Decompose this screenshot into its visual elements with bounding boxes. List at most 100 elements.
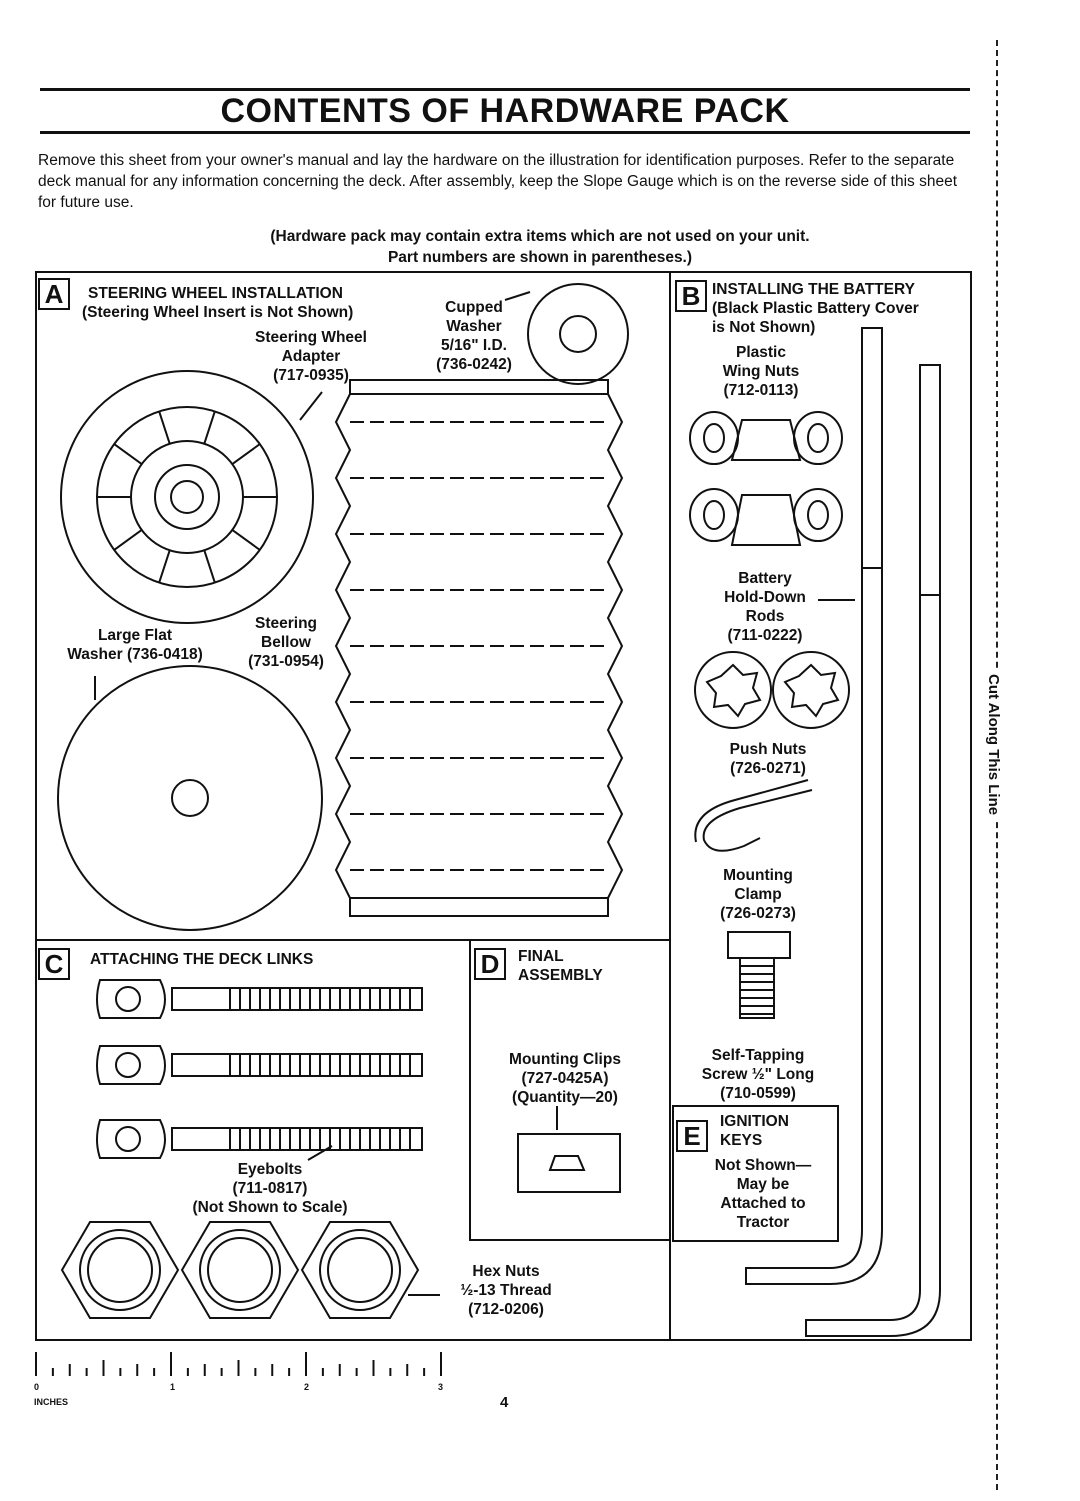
eyebolt-icon [96, 1045, 423, 1085]
ruler-mark-3: 3 [438, 1382, 444, 1392]
hardware-note: (Hardware pack may contain extra items w… [150, 226, 930, 268]
clips-name: Mounting Clips [509, 1051, 621, 1068]
push-nut-icon [772, 651, 850, 729]
clamp-part: (726-0273) [720, 905, 796, 922]
hardware-note-line-1: (Hardware pack may contain extra items w… [270, 228, 810, 245]
section-c-title: ATTACHING THE DECK LINKS [90, 951, 314, 968]
cupped-washer-icon [504, 283, 629, 385]
cut-line-label: Cut Along This Line [985, 668, 1002, 822]
clips-label: Mounting Clips (727-0425A) (Quantity—20) [490, 1050, 640, 1107]
intro-paragraph: Remove this sheet from your owner's manu… [38, 152, 958, 211]
ruler-mark-0: 0 [34, 1382, 40, 1392]
section-e-letter: E [676, 1120, 708, 1152]
inch-ruler [35, 1352, 442, 1376]
section-e-body-1: Not Shown— [714, 1157, 812, 1174]
bellow-part: (731-0954) [248, 653, 324, 670]
page-title: CONTENTS OF HARDWARE PACK [40, 88, 970, 134]
battery-hold-down-rod-icon [745, 327, 883, 1285]
eyebolts-name: Eyebolts [237, 1161, 303, 1178]
adapter-part: (717-0935) [273, 367, 349, 384]
cupped-washer-label: Cupped Washer 5/16" I.D. (736-0242) [424, 298, 524, 374]
steering-wheel-adapter-icon [60, 370, 323, 624]
wing-nuts-name-2: Wing Nuts [722, 363, 800, 380]
rods-name-3: Rods [745, 608, 785, 625]
push-nut-icon [694, 651, 772, 729]
eyebolt-icon [96, 1119, 423, 1159]
screw-name: Self-Tapping [711, 1047, 805, 1064]
section-e-body-3: Attached to [720, 1195, 806, 1212]
bellow-name-1: Steering [254, 615, 317, 632]
section-d-letter: D [474, 948, 506, 980]
section-e-title-1: IGNITION [720, 1113, 789, 1130]
push-nuts-part: (726-0271) [730, 760, 806, 777]
push-nuts-name: Push Nuts [729, 741, 807, 758]
eyebolts-label: Eyebolts (711-0817) (Not Shown to Scale) [160, 1160, 380, 1217]
mounting-clamp-icon [694, 779, 813, 852]
eyebolt-icon [96, 979, 423, 1019]
wing-nuts-name-1: Plastic [736, 344, 786, 361]
section-e-body-2: May be [736, 1176, 790, 1193]
section-c-letter: C [38, 948, 70, 980]
hardware-note-line-2: Part numbers are shown in parentheses.) [387, 249, 693, 266]
section-e-title-2: KEYS [720, 1132, 763, 1149]
panel-e-border [672, 1105, 839, 1242]
section-a-subtitle: (Steering Wheel Insert is Not Shown) [82, 304, 354, 321]
section-e-body: Not Shown— May be Attached to Tractor [688, 1156, 838, 1232]
rods-name-2: Hold-Down [724, 589, 806, 606]
cupped-washer-size: 5/16" I.D. [441, 337, 507, 354]
panel-frame [35, 271, 972, 1341]
clamp-name-2: Clamp [734, 886, 782, 903]
large-flat-washer-icon [57, 665, 323, 931]
cupped-washer-name-2: Washer [446, 318, 502, 335]
clamp-name-1: Mounting [723, 867, 793, 884]
hex-nut-icon [300, 1221, 420, 1319]
wing-nuts-part: (712-0113) [723, 382, 799, 399]
eyebolts-note: (Not Shown to Scale) [192, 1199, 348, 1216]
ruler-unit: INCHES [34, 1397, 69, 1407]
hex-nuts-name: Hex Nuts [472, 1263, 540, 1280]
section-b-subtitle-2: is Not Shown) [712, 319, 816, 336]
plastic-wing-nut-icon [689, 488, 843, 546]
bellow-label: Steering Bellow (731-0954) [236, 614, 336, 671]
rods-part: (711-0222) [727, 627, 803, 644]
plastic-wing-nut-icon [689, 411, 843, 465]
screw-size: Screw ½" Long [701, 1066, 815, 1083]
section-a-title: STEERING WHEEL INSTALLATION [88, 285, 343, 302]
eyebolts-part: (711-0817) [232, 1180, 308, 1197]
panel-d-border [469, 940, 670, 1241]
steering-bellow-icon [334, 379, 624, 917]
section-e-body-4: Tractor [736, 1214, 790, 1231]
mounting-clip-icon [517, 1106, 621, 1193]
clamp-label: Mounting Clamp (726-0273) [698, 866, 818, 923]
section-d-title-2: ASSEMBLY [518, 967, 603, 984]
adapter-label: Steering Wheel Adapter (717-0935) [228, 328, 394, 385]
section-b-title: INSTALLING THE BATTERY [712, 281, 915, 298]
flat-washer-part: Washer (736-0418) [67, 646, 203, 663]
push-nuts-label: Push Nuts (726-0271) [708, 740, 828, 778]
battery-hold-down-rod-icon [805, 364, 941, 1337]
rods-label: Battery Hold-Down Rods (711-0222) [700, 569, 830, 645]
adapter-name-2: Adapter [281, 348, 341, 365]
cupped-washer-name-1: Cupped [445, 299, 503, 316]
wing-nuts-label: Plastic Wing Nuts (712-0113) [696, 343, 826, 400]
page-number: 4 [500, 1394, 509, 1411]
section-b-subtitle-1: (Black Plastic Battery Cover [712, 300, 919, 317]
section-a-letter: A [38, 278, 70, 310]
flat-washer-name: Large Flat [97, 627, 173, 644]
clips-part: (727-0425A) [521, 1070, 609, 1087]
adapter-name-1: Steering Wheel [255, 329, 367, 346]
bellow-name-2: Bellow [261, 634, 311, 651]
ruler-mark-1: 1 [170, 1382, 176, 1392]
hex-nuts-label: Hex Nuts ½-13 Thread (712-0206) [436, 1262, 576, 1319]
hex-nut-icon [60, 1221, 180, 1319]
self-tapping-screw-icon [727, 931, 791, 1019]
hex-nuts-thread: ½-13 Thread [460, 1282, 552, 1299]
screw-label: Self-Tapping Screw ½" Long (710-0599) [680, 1046, 836, 1103]
hex-nuts-part: (712-0206) [468, 1301, 544, 1318]
hex-nut-icon [180, 1221, 300, 1319]
ruler-mark-2: 2 [304, 1382, 310, 1392]
rods-name-1: Battery [738, 570, 792, 587]
section-d-title-1: FINAL [518, 948, 564, 965]
clips-quantity: (Quantity—20) [512, 1089, 618, 1106]
